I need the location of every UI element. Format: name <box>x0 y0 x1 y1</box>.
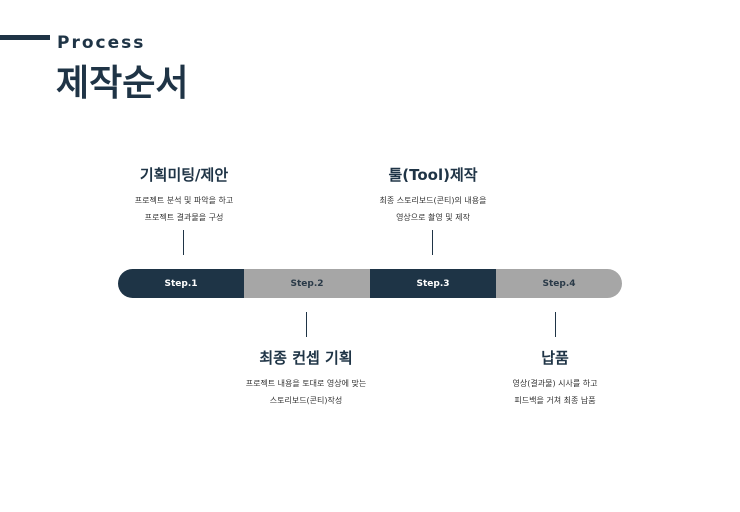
step-3-line-1: 최종 스토리보드(콘티)의 내용을 <box>379 196 487 205</box>
step-2-line-1: 프로젝트 내용을 토대로 영상에 맞는 <box>245 379 367 388</box>
step-2-line-2: 스토리보드(콘티)작성 <box>269 396 343 405</box>
step-3-description: 툴(Tool)제작 최종 스토리보드(콘티)의 내용을 영상으로 촬영 및 제작 <box>333 164 533 226</box>
step-1-connector <box>183 230 184 255</box>
step-4-heading: 납품 <box>541 349 569 367</box>
step-3-line-2: 영상으로 촬영 및 제작 <box>396 213 470 222</box>
step-4-line-1: 영상(결과물) 시사를 하고 <box>512 379 598 388</box>
step-1-line-2: 프로젝트 결과물을 구성 <box>144 213 224 222</box>
step-4-description: 납품 영상(결과물) 시사를 하고 피드백을 거쳐 최종 납품 <box>455 347 655 409</box>
step-4-connector <box>555 312 556 337</box>
step-3-connector <box>432 230 433 255</box>
step-1-line-1: 프로젝트 분석 및 파악을 하고 <box>134 196 234 205</box>
step-2-connector <box>306 312 307 337</box>
step-4-segment: Step.4 <box>496 269 622 298</box>
step-3-segment: Step.3 <box>370 269 496 298</box>
page-title: 제작순서 <box>56 63 189 104</box>
step-2-description: 최종 컨셉 기획 프로젝트 내용을 토대로 영상에 맞는 스토리보드(콘티)작성 <box>206 347 406 409</box>
step-1-segment: Step.1 <box>118 269 244 298</box>
step-4-line-2: 피드백을 거쳐 최종 납품 <box>514 396 596 405</box>
step-2-heading: 최종 컨셉 기획 <box>259 349 353 367</box>
process-timeline: Step.1 Step.2 Step.3 Step.4 <box>118 269 622 298</box>
title-accent-bar <box>0 35 50 40</box>
step-1-description: 기획미팅/제안 프로젝트 분석 및 파악을 하고 프로젝트 결과물을 구성 <box>84 164 284 226</box>
section-eyebrow: Process <box>57 33 146 53</box>
step-1-heading: 기획미팅/제안 <box>139 166 229 184</box>
step-2-segment: Step.2 <box>244 269 370 298</box>
step-3-heading: 툴(Tool)제작 <box>388 166 478 184</box>
